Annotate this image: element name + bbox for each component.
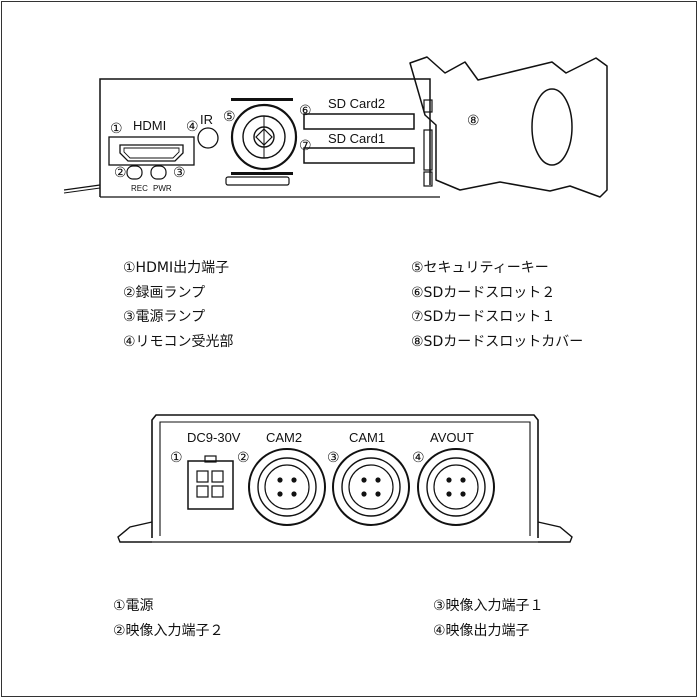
front-panel-diagram: HDMI IR SD Card2 SD Card1 REC PWR ① ② ③ … [63, 56, 608, 198]
lock-bottom-bar [231, 172, 293, 175]
sd-slot-cover [409, 56, 608, 198]
marker-2: ② [114, 164, 127, 180]
sd-card1-slot [303, 147, 415, 164]
legend-item: ③電源ランプ [123, 309, 206, 325]
legend-item: ④映像出力端子 [433, 622, 530, 639]
front-left-flange [63, 184, 101, 191]
rec-lamp [126, 165, 143, 180]
cover-grip-hole [531, 88, 573, 166]
front-legend-left: ①HDMI出力端子 ②録画ランプ ③電源ランプ ④リモコン受光部 [123, 256, 234, 354]
lock-top-bar [231, 98, 293, 101]
legend-item: ⑤セキュリティーキー [411, 260, 549, 276]
legend-item: ⑥SDカードスロット２ [411, 284, 556, 301]
sd-card2-slot [303, 113, 415, 130]
cover-hinge-top [423, 99, 433, 113]
legend-item: ⑦SDカードスロット１ [411, 309, 556, 325]
rear-legend-right: ③映像入力端子１ ④映像出力端子 [433, 594, 544, 643]
sd-card2-label: SD Card2 [328, 96, 385, 111]
pwr-label: PWR [153, 184, 172, 193]
marker-7: ⑦ [299, 137, 312, 153]
hdmi-port-frame [108, 136, 195, 166]
front-body-outline [99, 78, 431, 197]
rec-label: REC [131, 184, 148, 193]
sd-card1-label: SD Card1 [328, 131, 385, 146]
hdmi-port-inner [123, 147, 180, 159]
hdmi-port [119, 144, 184, 162]
legend-item: ②映像入力端子２ [113, 622, 224, 639]
legend-item: ④リモコン受光部 [123, 333, 234, 350]
marker-1: ① [110, 120, 123, 136]
cover-hinge-bottom [423, 171, 433, 187]
lock-base-slot [225, 176, 290, 186]
marker-3: ③ [173, 164, 186, 180]
legend-item: ②録画ランプ [123, 284, 206, 301]
cover-hinge-mid [423, 129, 433, 171]
legend-item: ①電源 [113, 598, 154, 614]
ir-sensor [197, 127, 219, 149]
legend-item: ⑧SDカードスロットカバー [411, 333, 584, 350]
front-legend-right: ⑤セキュリティーキー ⑥SDカードスロット２ ⑦SDカードスロット１ ⑧SDカー… [411, 256, 583, 354]
rear-legend-left: ①電源 ②映像入力端子２ [113, 594, 224, 643]
marker-6: ⑥ [299, 102, 312, 118]
legend-item: ①HDMI出力端子 [123, 260, 230, 276]
marker-4: ④ [186, 118, 199, 134]
ir-label: IR [200, 112, 213, 127]
pwr-lamp [150, 165, 167, 180]
security-key-outer [230, 103, 298, 171]
front-left-flange-edge [63, 187, 101, 194]
hdmi-label: HDMI [133, 118, 166, 133]
marker-8: ⑧ [467, 112, 480, 128]
marker-5: ⑤ [223, 108, 236, 124]
legend-item: ③映像入力端子１ [433, 598, 544, 614]
